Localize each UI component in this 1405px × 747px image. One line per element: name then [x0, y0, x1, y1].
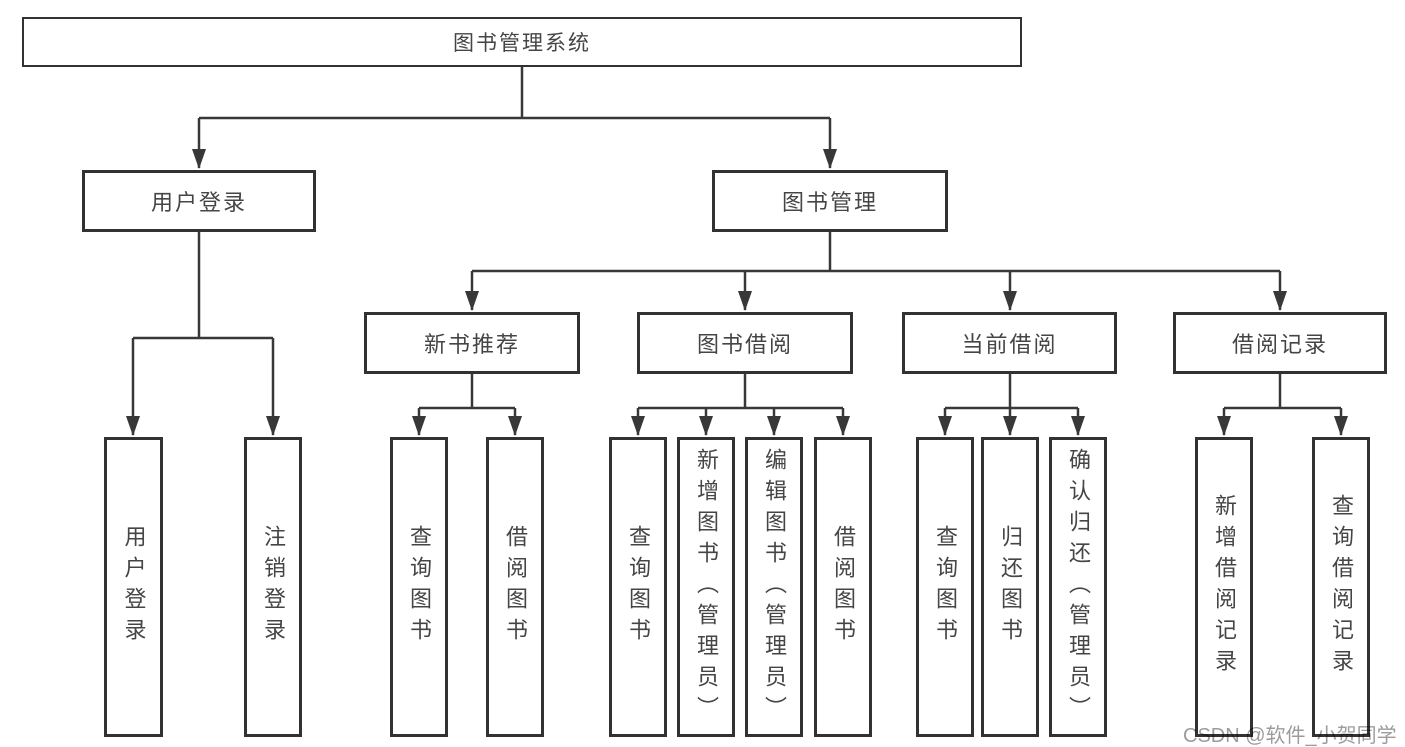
node-leaf-br-add-record: 新增借阅记录	[1195, 437, 1253, 737]
node-root-label: 图书管理系统	[453, 32, 591, 55]
node-new-book-rec: 新书推荐	[364, 312, 580, 374]
node-leaf-cb-query-books-label: 查询图书	[933, 525, 958, 649]
node-leaf-cb-confirm-return-admin: 确认归还（管理员）	[1049, 437, 1107, 737]
node-leaf-nbr-borrow-books: 借阅图书	[486, 437, 544, 737]
node-leaf-bb-add-books-admin-label: 新增图书（管理员）	[694, 447, 719, 727]
node-book-mgmt: 图书管理	[712, 170, 948, 232]
csdn-watermark: CSDN @软件_小贺同学	[1183, 725, 1397, 747]
node-leaf-bb-edit-books-admin-label: 编辑图书（管理员）	[762, 447, 787, 727]
node-leaf-user-login-label: 用户登录	[121, 525, 147, 649]
node-leaf-bb-borrow-books-label: 借阅图书	[831, 525, 856, 649]
node-leaf-bb-borrow-books: 借阅图书	[814, 437, 872, 737]
node-book-borrow: 图书借阅	[637, 312, 853, 374]
node-leaf-nbr-borrow-books-label: 借阅图书	[503, 525, 528, 649]
node-leaf-nbr-query-books-label: 查询图书	[407, 525, 432, 649]
node-book-mgmt-label: 图书管理	[781, 190, 878, 215]
node-root: 图书管理系统	[22, 17, 1022, 67]
node-leaf-logout: 注销登录	[244, 437, 302, 737]
node-leaf-bb-edit-books-admin: 编辑图书（管理员）	[745, 437, 803, 737]
node-leaf-cb-return-books: 归还图书	[981, 437, 1039, 737]
node-leaf-bb-add-books-admin: 新增图书（管理员）	[677, 437, 735, 737]
node-leaf-br-add-record-label: 新增借阅记录	[1212, 494, 1237, 680]
node-leaf-user-login: 用户登录	[104, 437, 163, 737]
node-leaf-cb-confirm-return-admin-label: 确认归还（管理员）	[1066, 447, 1091, 727]
node-leaf-cb-return-books-label: 归还图书	[998, 525, 1023, 649]
node-book-borrow-label: 图书借阅	[696, 332, 793, 357]
node-leaf-bb-query-books-label: 查询图书	[626, 525, 651, 649]
node-borrow-records: 借阅记录	[1173, 312, 1387, 374]
node-user-login-label: 用户登录	[150, 190, 247, 215]
node-leaf-bb-query-books: 查询图书	[609, 437, 667, 737]
node-leaf-br-query-record-label: 查询借阅记录	[1329, 494, 1354, 680]
node-leaf-br-query-record: 查询借阅记录	[1312, 437, 1370, 737]
node-leaf-nbr-query-books: 查询图书	[390, 437, 448, 737]
node-user-login: 用户登录	[82, 170, 316, 232]
node-leaf-logout-label: 注销登录	[261, 525, 286, 649]
node-leaf-cb-query-books: 查询图书	[916, 437, 974, 737]
node-new-book-rec-label: 新书推荐	[423, 332, 520, 357]
node-borrow-records-label: 借阅记录	[1231, 332, 1328, 357]
node-current-borrow-label: 当前借阅	[961, 332, 1058, 357]
node-current-borrow: 当前借阅	[902, 312, 1117, 374]
